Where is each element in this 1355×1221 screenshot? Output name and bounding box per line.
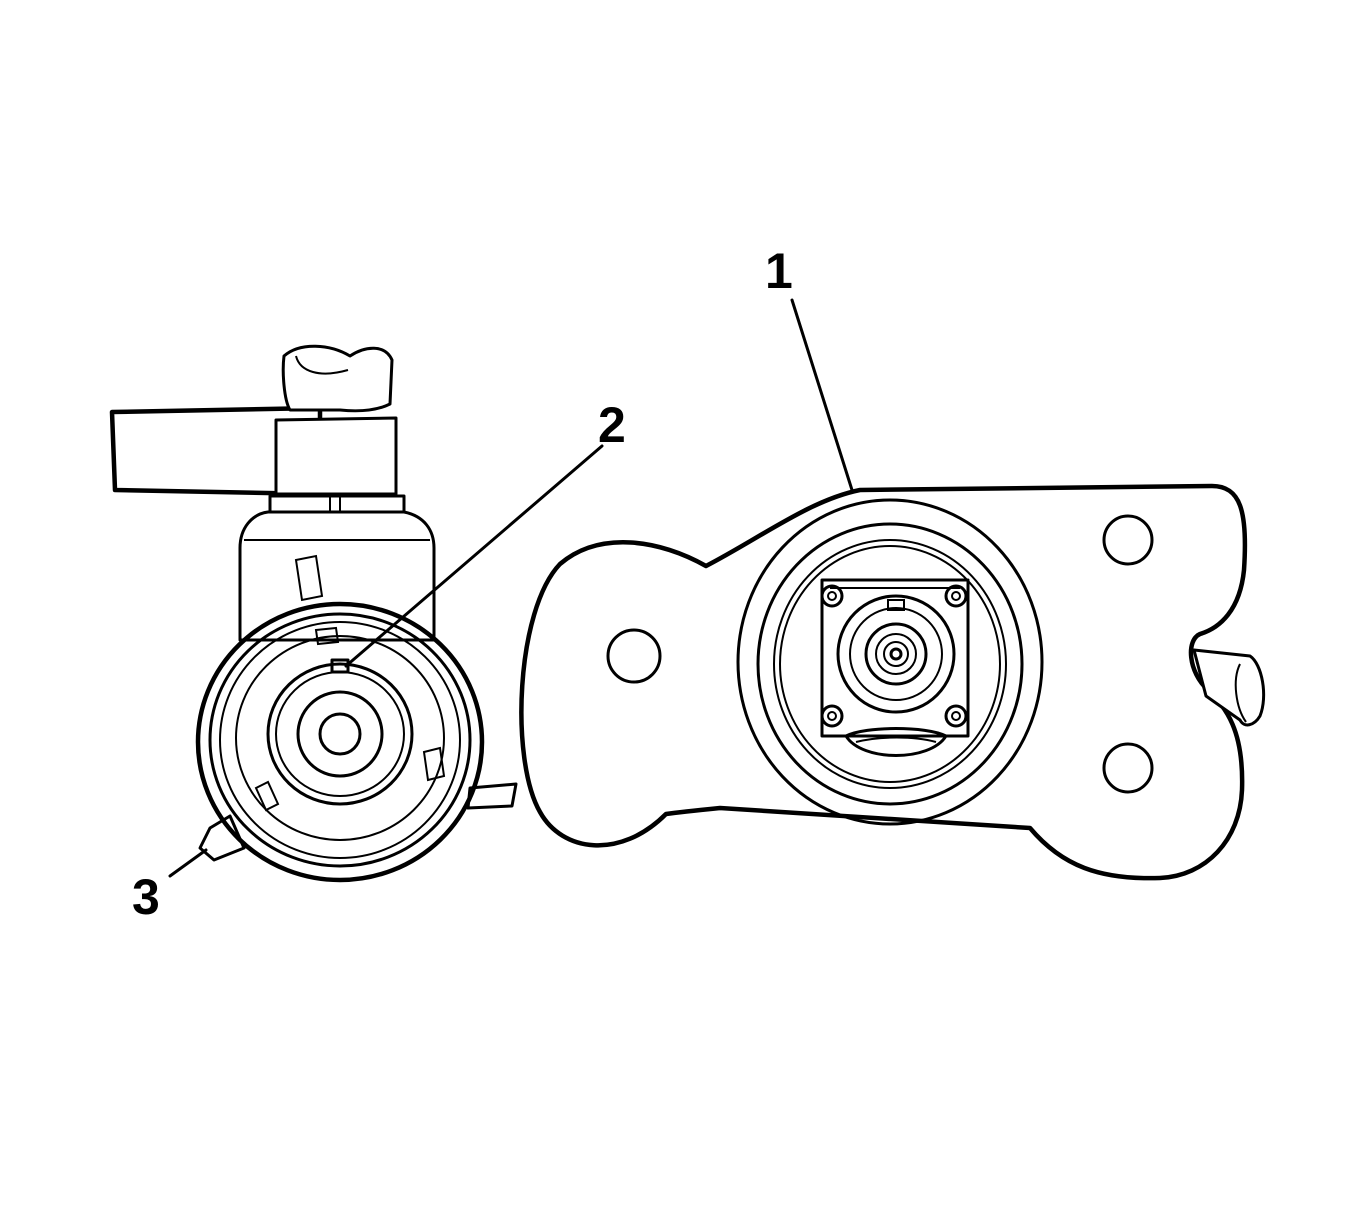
leader-line-2 — [344, 444, 604, 668]
callout-label-2: 2 — [598, 397, 626, 453]
lower-arc-tab — [844, 727, 948, 757]
callout-label-3: 3 — [132, 869, 160, 925]
square-flange — [820, 578, 970, 738]
flange-screws — [820, 584, 968, 728]
leader-line-3 — [168, 848, 208, 878]
cut-stub — [281, 344, 394, 413]
cut-shaft — [1192, 648, 1266, 727]
index-tab — [198, 814, 246, 862]
bracket-hole-bottom-right — [1102, 742, 1154, 794]
round-face — [195, 601, 485, 883]
mounting-bracket — [519, 483, 1266, 881]
left-component — [109, 344, 518, 883]
round-boss — [736, 498, 1044, 826]
bracket-hole-top-right — [1102, 514, 1154, 566]
bracket-hole-left — [606, 628, 662, 684]
upper-block — [274, 416, 398, 496]
leader-line-1 — [790, 298, 854, 492]
callout-label-1: 1 — [765, 243, 793, 299]
bracket-outline — [519, 483, 1248, 881]
